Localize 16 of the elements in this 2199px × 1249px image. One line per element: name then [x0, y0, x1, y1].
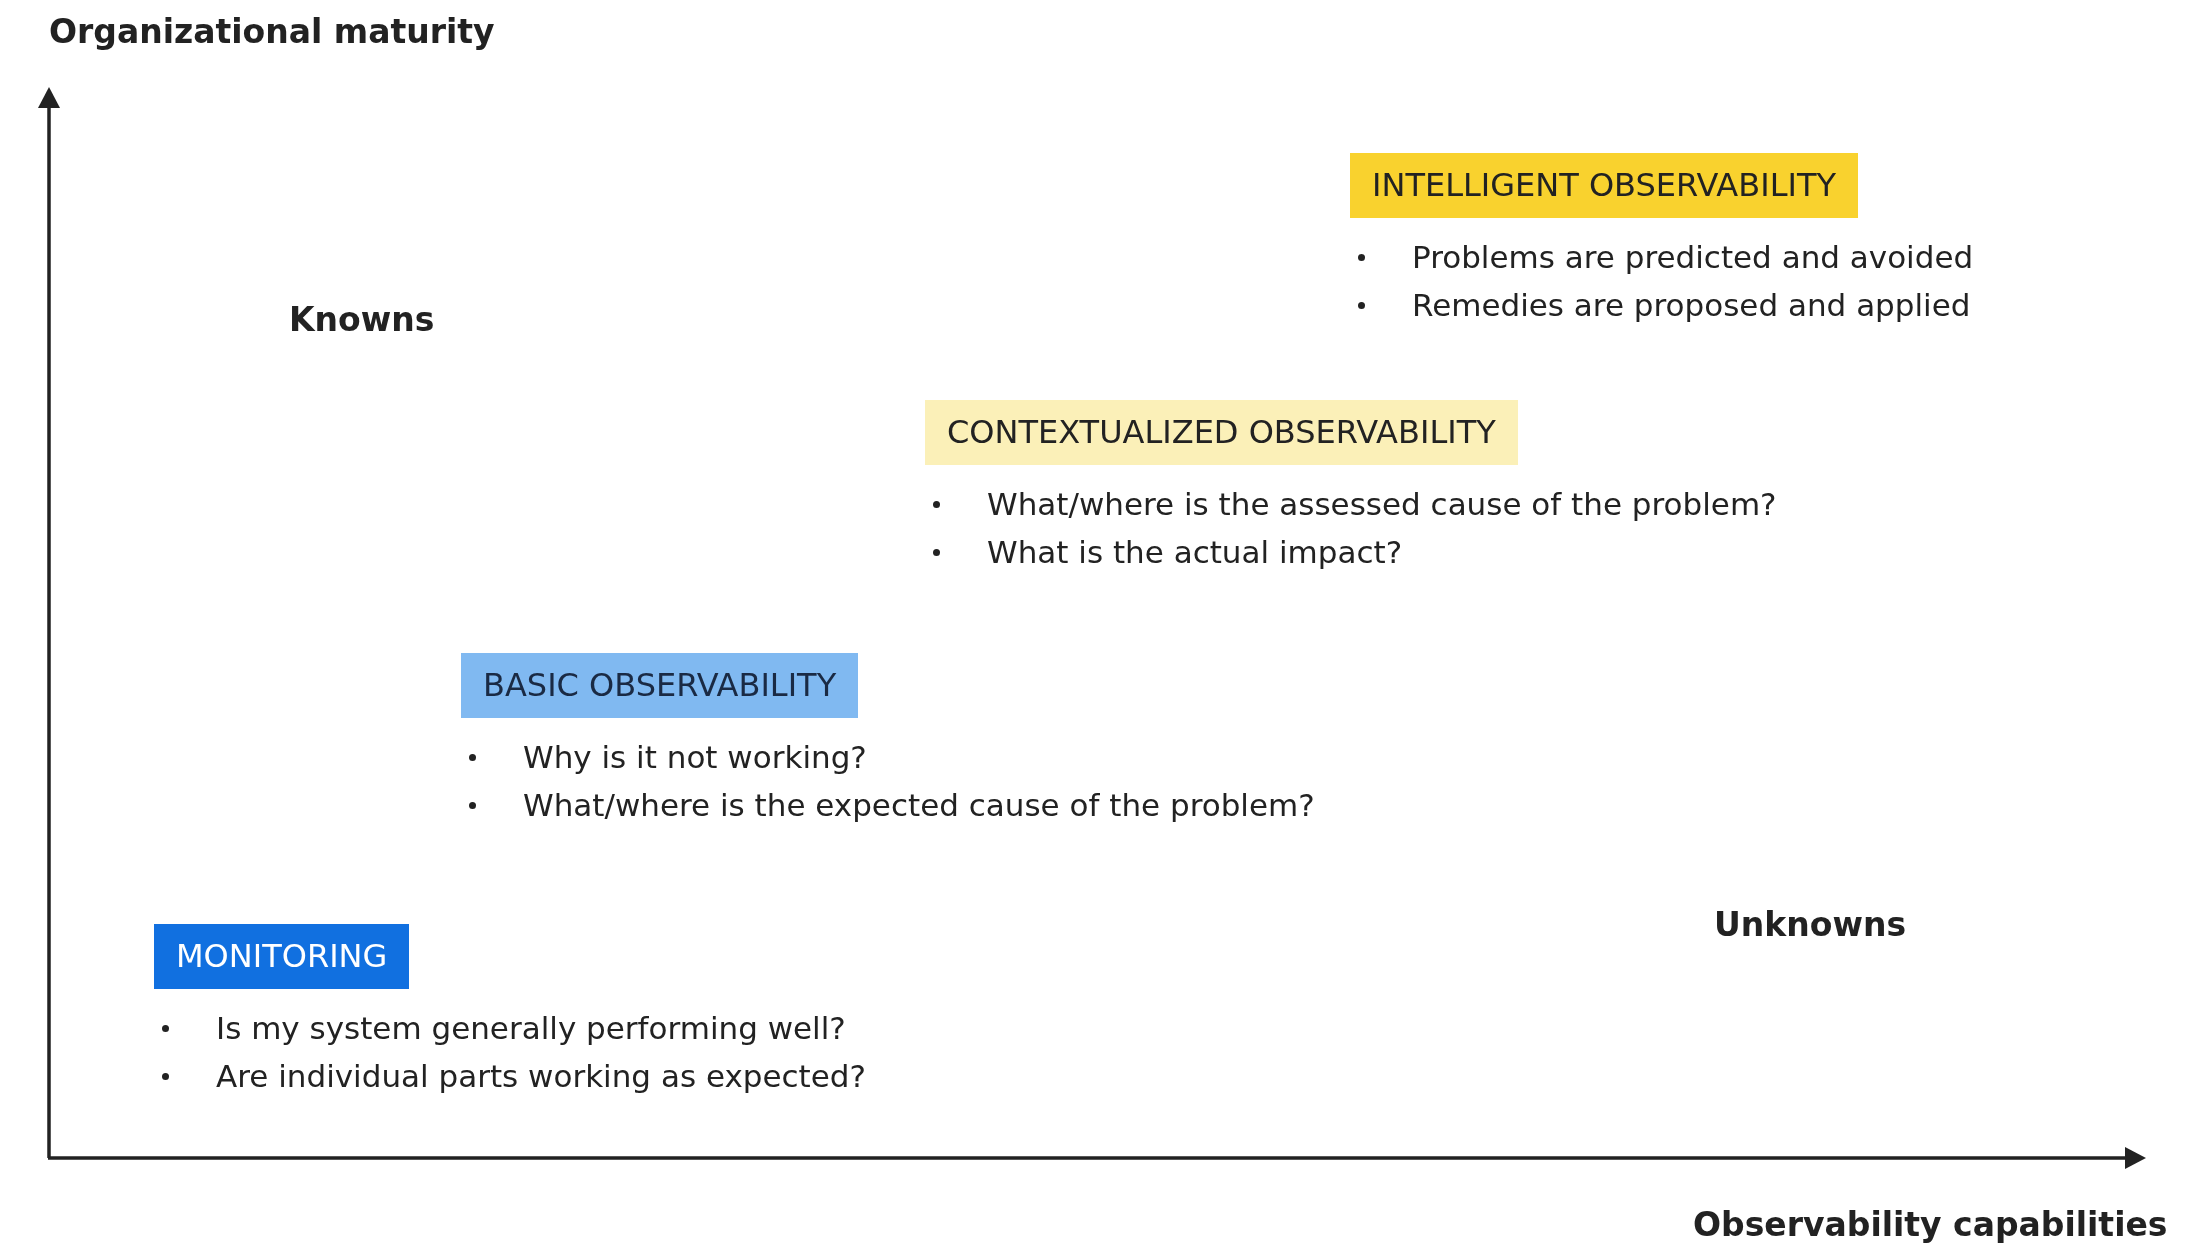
axis-title: Organizational maturity [49, 12, 495, 51]
axis-title: Observability capabilities [1693, 1205, 2168, 1244]
stage-heading: BASIC OBSERVABILITY [461, 653, 859, 718]
stage-heading: MONITORING [154, 924, 410, 989]
stage-heading: CONTEXTUALIZED OBSERVABILITY [925, 400, 1518, 465]
bullet-item: What is the actual impact? [925, 528, 1777, 576]
bullet-item: What/where is the expected cause of the problem? [461, 781, 1315, 829]
bullet-item: Is my system generally performing well? [154, 1004, 866, 1052]
bullet-item: Remedies are proposed and applied [1350, 281, 1974, 329]
bullet-item: Why is it not working? [461, 733, 1315, 781]
bullet-item: What/where is the assessed cause of the problem? [925, 480, 1777, 528]
bullet-item: Are individual parts working as expected? [154, 1052, 866, 1100]
region-label: Knowns [289, 300, 435, 339]
region-label: Unknowns [1714, 905, 1907, 944]
stage-heading: INTELLIGENT OBSERVABILITY [1350, 153, 1858, 218]
bullet-item: Problems are predicted and avoided [1350, 233, 1974, 281]
